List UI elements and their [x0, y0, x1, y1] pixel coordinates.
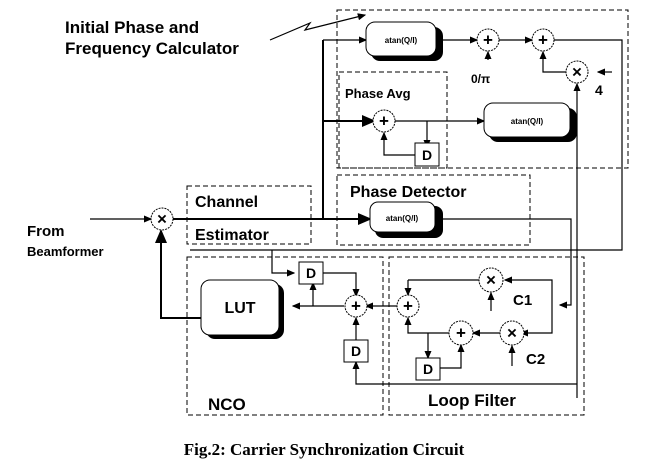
figure-caption: Fig.2: Carrier Synchronization Circuit: [183, 440, 465, 459]
multiply-icon: ×: [486, 271, 496, 290]
atan-pd-label: atan(Q/I): [386, 214, 419, 223]
c1-label: C1: [513, 292, 532, 309]
multiplier-four: ×: [565, 60, 589, 84]
adder-integrator: +: [448, 320, 474, 346]
svg-text:D: D: [306, 265, 316, 281]
nco-box: [186, 256, 384, 416]
initial-calc-label-2: Frequency Calculator: [65, 39, 239, 58]
adder-output: +: [531, 28, 555, 52]
loop-filter-box: [388, 256, 585, 416]
multiplier-c2: ×: [499, 320, 525, 346]
zero-pi-label: 0/π: [471, 72, 490, 86]
plus-icon: +: [456, 324, 466, 343]
c2-label: C2: [526, 351, 545, 368]
svg-text:D: D: [351, 343, 361, 359]
plus-icon: +: [403, 297, 413, 316]
phase-avg-label: Phase Avg: [345, 86, 411, 101]
from-label: From: [27, 223, 65, 240]
adder-loop-filter-out: +: [396, 294, 420, 318]
lut-label: LUT: [224, 300, 255, 317]
lut-block: LUT: [200, 279, 284, 339]
channel-estimator-box: [186, 185, 312, 245]
multiplier-c1: ×: [478, 267, 504, 293]
delay-nco-lower: D: [343, 339, 369, 363]
carrier-sync-diagram: Initial Phase and Frequency Calculator P…: [27, 9, 629, 416]
atan-top-label: atan(Q/I): [385, 36, 418, 45]
phase-detector-box: [336, 174, 531, 246]
atan-block-phase-detector: atan(Q/I): [369, 201, 443, 238]
estimator-label: Estimator: [195, 227, 269, 244]
adder-phase-avg: +: [372, 109, 396, 133]
atan-mid-label: atan(Q/I): [511, 117, 544, 126]
multiply-icon: ×: [572, 63, 582, 82]
four-label: 4: [595, 82, 603, 98]
beamformer-label: Beamformer: [27, 244, 104, 259]
delay-nco-upper: D: [298, 261, 324, 285]
plus-icon: +: [351, 297, 361, 316]
adder-nco: +: [344, 294, 368, 318]
nco-label: NCO: [208, 395, 246, 414]
multiply-icon: ×: [507, 324, 517, 343]
svg-text:D: D: [423, 361, 433, 377]
initial-calc-label-1: Initial Phase and: [65, 18, 199, 37]
phase-detector-label: Phase Detector: [350, 184, 467, 201]
loop-filter-label: Loop Filter: [428, 391, 516, 410]
atan-block-top: atan(Q/I): [365, 21, 443, 61]
mixer-input: ×: [150, 207, 174, 231]
plus-icon: +: [483, 31, 493, 50]
adder-zero-pi: +: [476, 28, 500, 52]
delay-loop-filter: D: [415, 357, 441, 381]
plus-icon: +: [379, 112, 389, 131]
svg-text:D: D: [422, 147, 432, 163]
callout-arrow: [269, 13, 367, 41]
multiply-icon: ×: [157, 210, 167, 229]
channel-label: Channel: [195, 194, 258, 211]
atan-block-mid: atan(Q/I): [483, 102, 577, 142]
delay-phase-avg: D: [414, 142, 440, 167]
initial-calc-box: [336, 9, 629, 169]
plus-icon: +: [538, 31, 548, 50]
